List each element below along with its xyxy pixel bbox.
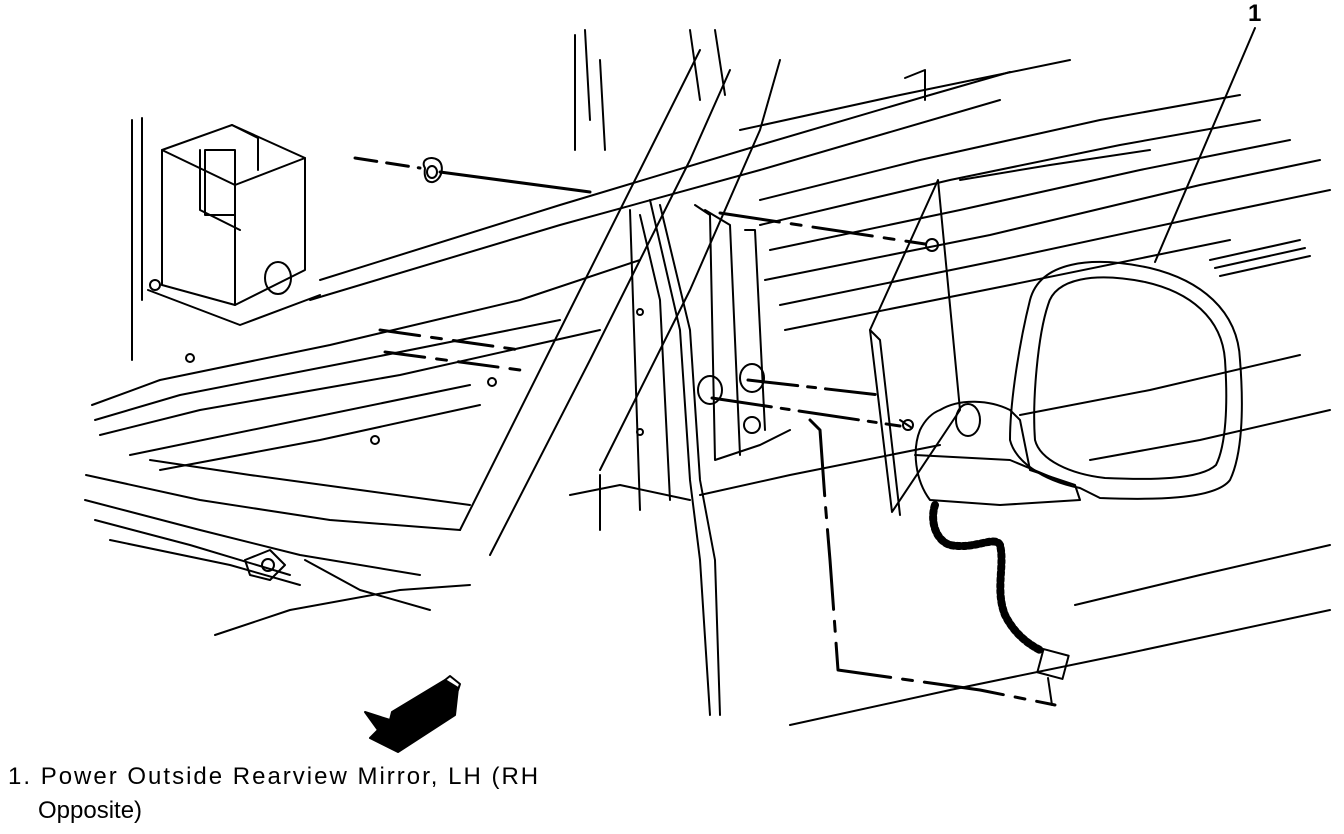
mirror-head — [915, 262, 1242, 505]
legend-item-1-continuation: Opposite) — [38, 797, 143, 824]
a-pillar — [460, 30, 780, 555]
callout-number-1: 1 — [1248, 0, 1262, 27]
body-background-lines — [310, 60, 1330, 725]
legend-item-number: 1. — [8, 763, 33, 790]
forward-direction-arrow-icon — [365, 676, 460, 752]
legend-item-1: 1. Power Outside Rearview Mirror, LH (RH — [8, 760, 708, 794]
mirror-mounting-plate — [870, 180, 960, 515]
legend: 1. Power Outside Rearview Mirror, LH (RH… — [8, 760, 708, 828]
dashboard-cowl — [85, 260, 640, 635]
mirror-wiring-harness — [933, 505, 1069, 705]
legend-item-text-line1: Power Outside Rearview Mirror, LH (RH — [40, 763, 541, 790]
alignment-lines — [355, 158, 1055, 705]
door-front-edge — [650, 200, 940, 715]
interior-bracket-box — [132, 118, 320, 360]
fastener-nuts — [424, 158, 442, 182]
callout-leader-line — [1155, 28, 1255, 262]
